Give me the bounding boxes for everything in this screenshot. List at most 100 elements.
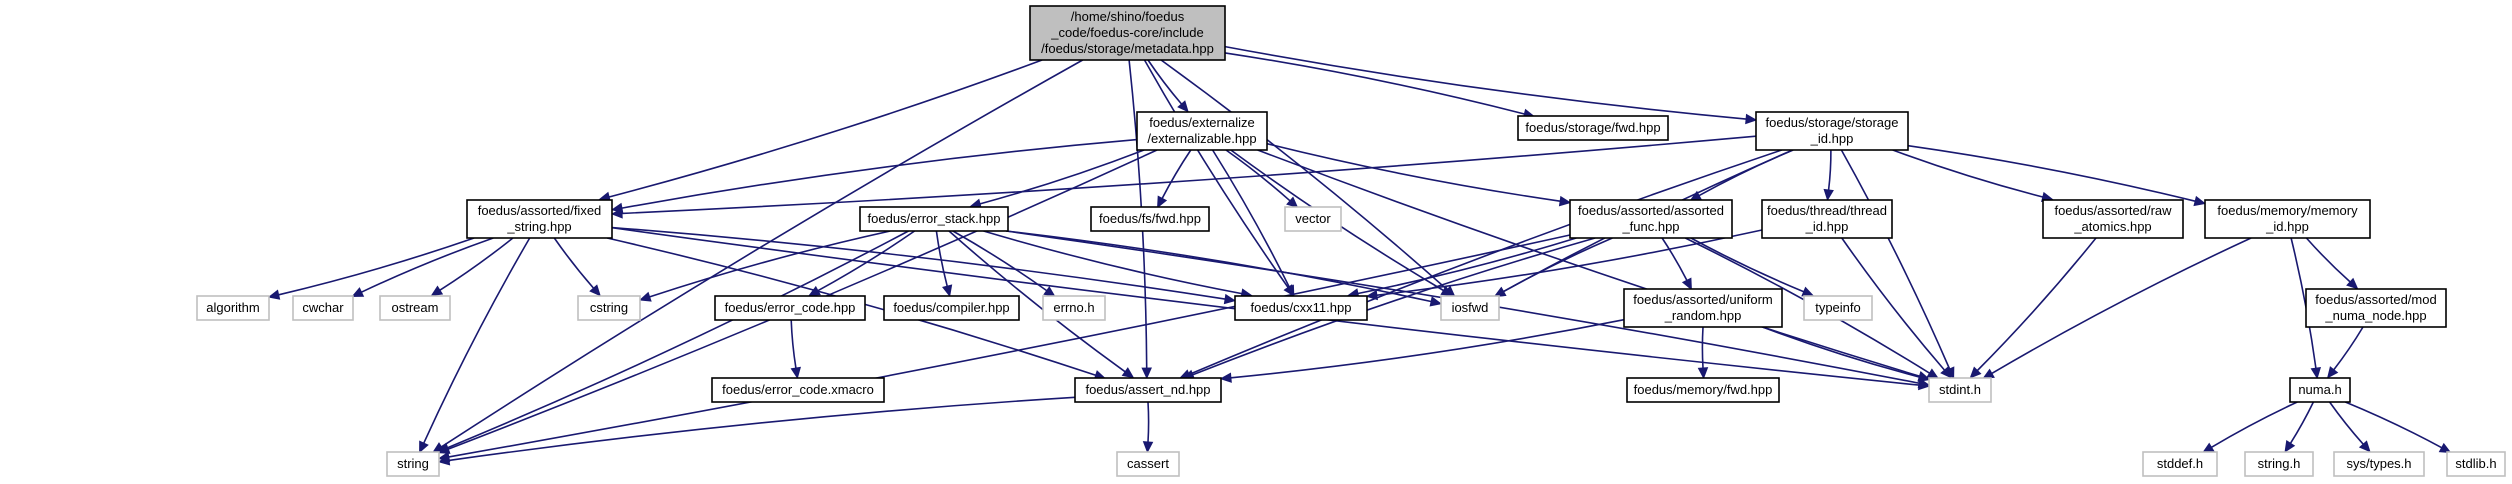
node-label-line: foedus/cxx11.hpp: [1251, 300, 1352, 315]
edge-assert_nd-to-cassert: [1142, 401, 1154, 454]
edge-arrowhead: [589, 284, 601, 297]
node-label-line: cstring: [590, 300, 628, 315]
node-numa[interactable]: numa.h: [2289, 377, 2351, 403]
node-box: [714, 295, 866, 321]
node-assorted_func[interactable]: foedus/assorted/assorted_func.hpp: [1569, 199, 1733, 239]
node-memory_fwd[interactable]: foedus/memory/fwd.hpp: [1626, 377, 1780, 403]
edge-line: [2290, 237, 2317, 369]
edge-fixed_string-to-ostream: [430, 237, 514, 297]
node-box: [1234, 295, 1368, 321]
edge-arrowhead: [2326, 366, 2339, 379]
node-cxx11[interactable]: foedus/cxx11.hpp: [1234, 295, 1368, 321]
node-uniform_random[interactable]: foedus/assorted/uniform_random.hpp: [1623, 288, 1783, 328]
node-label-line: stdint.h: [1939, 382, 1981, 397]
node-assert_nd[interactable]: foedus/assert_nd.hpp: [1074, 377, 1222, 403]
node-box: [2446, 451, 2506, 477]
node-box: [2204, 199, 2371, 239]
edge-arrowhead: [419, 440, 429, 454]
edge-metadata-to-externalizable: [1147, 59, 1189, 113]
node-iosfwd: iosfwd: [1440, 295, 1500, 321]
edge-line: [1230, 318, 1625, 379]
edge-thread_id-to-stdint: [1841, 237, 1952, 379]
node-storage_id[interactable]: foedus/storage/storage_id.hpp: [1755, 111, 1909, 151]
node-label-line: foedus/error_code.hpp: [725, 300, 856, 315]
node-label-line: foedus/assorted/raw: [2054, 203, 2172, 218]
node-externalizable[interactable]: foedus/externalize/externalizable.hpp: [1136, 111, 1268, 151]
node-error_code_xmacro[interactable]: foedus/error_code.xmacro: [711, 377, 885, 403]
edge-arrowhead: [437, 455, 451, 466]
edge-arrowhead: [2438, 442, 2452, 454]
node-box: [1755, 111, 1909, 151]
node-storage_fwd[interactable]: foedus/storage/fwd.hpp: [1517, 115, 1669, 141]
edge-arrowhead: [1681, 277, 1692, 291]
edge-memory_id-to-stdint: [1982, 237, 2252, 380]
edge-arrowhead: [1142, 441, 1154, 454]
edge-line: [1224, 45, 1747, 120]
node-box: [379, 295, 451, 321]
node-mod_numa_node[interactable]: foedus/assorted/mod_numa_node.hpp: [2305, 288, 2447, 328]
node-box: [466, 199, 613, 239]
node-box: [2289, 377, 2351, 403]
node-box: [1761, 199, 1893, 239]
edge-line: [278, 237, 475, 296]
edge-arrowhead: [1365, 289, 1378, 301]
node-box: [883, 295, 1020, 321]
node-label-line: _numa_node.hpp: [2324, 308, 2426, 323]
edge-fixed_string-to-string: [419, 237, 531, 454]
node-box: [2042, 199, 2184, 239]
edge-fixed_string-to-cstring: [553, 237, 601, 297]
node-box: [1440, 295, 1500, 321]
node-box: [1284, 206, 1342, 232]
node-box: [859, 206, 1009, 232]
node-label-line: ostream: [392, 300, 439, 315]
node-label-line: /foedus/storage/metadata.hpp: [1041, 41, 1214, 56]
edge-line: [621, 138, 1138, 209]
node-fixed_string[interactable]: foedus/assorted/fixed_string.hpp: [466, 199, 613, 239]
edge-line: [1841, 237, 1946, 371]
edge-arrowhead: [1926, 368, 1940, 380]
node-label-line: foedus/assorted/uniform: [1633, 292, 1772, 307]
edge-arrowhead: [1286, 196, 1299, 209]
edge-line: [952, 230, 1048, 292]
edge-line: [621, 135, 1757, 215]
edge-line: [1160, 59, 1448, 291]
node-label-line: foedus/assorted/mod: [2315, 292, 2436, 307]
node-label-line: foedus/memory/fwd.hpp: [1634, 382, 1773, 397]
edge-line: [1143, 59, 1289, 288]
edge-line: [1892, 149, 2044, 198]
node-error_stack[interactable]: foedus/error_stack.hpp: [859, 206, 1009, 232]
node-fs_fwd[interactable]: foedus/fs/fwd.hpp: [1090, 206, 1210, 232]
edge-arrowhead: [790, 366, 801, 380]
node-box: [1626, 377, 1780, 403]
edge-arrowhead: [2346, 277, 2359, 290]
edge-storage_id-to-raw_atomics: [1892, 149, 2054, 203]
node-stddef: stddef.h: [2142, 451, 2218, 477]
node-box: [711, 377, 885, 403]
node-label-line: /home/shino/foedus: [1071, 9, 1185, 24]
node-compiler[interactable]: foedus/compiler.hpp: [883, 295, 1020, 321]
edge-externalizable-to-fs_fwd: [1157, 149, 1192, 209]
node-label-line: foedus/externalize: [1149, 115, 1255, 130]
node-error_code[interactable]: foedus/error_code.hpp: [714, 295, 866, 321]
node-label-line: string: [397, 456, 429, 471]
edge-fixed_string-to-cxx11: [611, 226, 1237, 305]
nodes-layer: /home/shino/foedus_code/foedus-core/incl…: [196, 5, 2506, 477]
node-label-line: _func.hpp: [1621, 219, 1679, 234]
node-metadata[interactable]: /home/shino/foedus_code/foedus-core/incl…: [1029, 5, 1226, 61]
edge-assorted_func-to-string: [437, 234, 1571, 462]
edge-storage_id-to-fixed_string: [610, 135, 1757, 219]
edge-arrowhead: [942, 284, 953, 298]
node-thread_id[interactable]: foedus/thread/thread_id.hpp: [1761, 199, 1893, 239]
node-label-line: cassert: [1127, 456, 1169, 471]
node-label-line: string.h: [2258, 456, 2301, 471]
edge-line: [1690, 237, 1805, 293]
edge-line: [1161, 149, 1192, 199]
node-memory_id[interactable]: foedus/memory/memory_id.hpp: [2204, 199, 2371, 239]
node-raw_atomics[interactable]: foedus/assorted/raw_atomics.hpp: [2042, 199, 2184, 239]
node-label-line: foedus/storage/fwd.hpp: [1525, 120, 1660, 135]
node-label-line: _string.hpp: [506, 219, 571, 234]
edge-memory_id-to-mod_numa_node: [2305, 237, 2359, 290]
edge-line: [1147, 401, 1150, 443]
edge-arrowhead: [1917, 371, 1931, 383]
